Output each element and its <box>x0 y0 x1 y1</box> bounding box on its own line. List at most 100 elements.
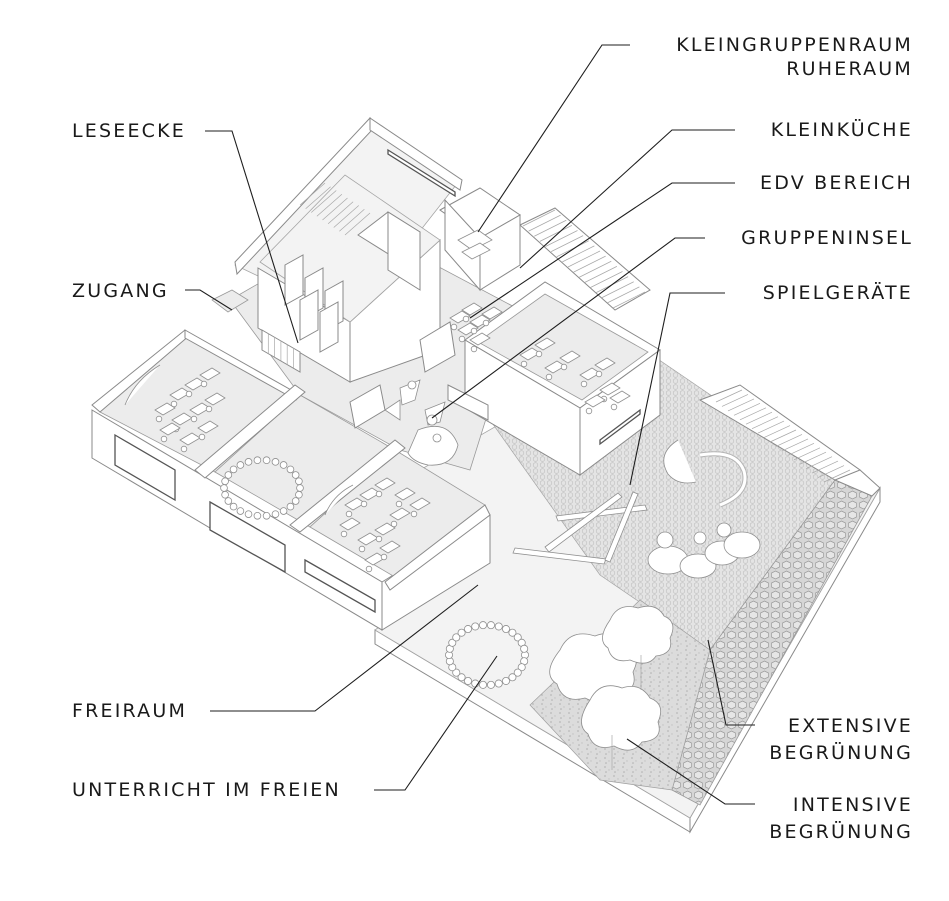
stool <box>253 456 262 465</box>
stair-step <box>751 416 779 429</box>
chair <box>462 315 470 323</box>
chair <box>450 323 458 331</box>
chair <box>535 350 543 358</box>
desk <box>594 357 616 371</box>
label-freiraum: FREIRAUM <box>72 700 188 722</box>
desk <box>199 367 221 381</box>
stool <box>457 628 466 637</box>
desk <box>534 337 556 351</box>
stool <box>501 676 510 685</box>
chair <box>160 435 168 443</box>
cubicle-wall <box>319 301 339 353</box>
leader-kleingruppenraum <box>477 44 630 233</box>
stair-step <box>811 460 839 474</box>
play-equipment-mounds <box>647 522 761 579</box>
stool <box>463 676 472 685</box>
chair <box>585 407 593 415</box>
desk <box>154 402 176 416</box>
stair-step <box>539 225 573 242</box>
stool <box>236 461 245 469</box>
stool <box>236 507 245 515</box>
stair-step <box>333 205 359 228</box>
stair-step <box>567 250 601 268</box>
computer-desk <box>469 332 491 346</box>
chair <box>390 520 398 528</box>
stool <box>224 497 233 505</box>
chair <box>360 500 368 508</box>
stool <box>295 477 303 486</box>
chair <box>198 433 206 441</box>
chair <box>180 445 188 453</box>
stool <box>479 680 488 689</box>
stool <box>520 644 529 653</box>
stair-step <box>528 214 561 232</box>
trees <box>549 605 674 770</box>
leader-kleinkueche <box>519 129 735 269</box>
stool <box>279 507 288 515</box>
desk <box>389 507 411 521</box>
desk <box>409 497 431 511</box>
leader-spielgeraete <box>629 292 725 486</box>
stool <box>513 668 522 677</box>
stool <box>486 621 495 630</box>
stool <box>286 465 295 474</box>
stair-step <box>769 429 797 443</box>
small-group-room <box>439 187 521 292</box>
stair-step <box>739 407 767 421</box>
stool <box>262 456 271 465</box>
computer-desk <box>449 310 471 324</box>
stair-step <box>316 193 343 217</box>
stool <box>224 471 233 479</box>
stool <box>494 622 503 631</box>
stair-step <box>607 286 640 304</box>
stool <box>471 622 480 631</box>
chair <box>155 415 163 423</box>
stool <box>244 510 253 518</box>
chair <box>470 345 478 353</box>
chair <box>395 500 403 508</box>
stair-step <box>344 212 371 236</box>
classroom-furniture <box>154 367 431 573</box>
stool <box>291 497 300 505</box>
chair <box>375 490 383 498</box>
stair-step <box>793 447 821 461</box>
label-intensive-begruenung: INTENSIVE BEGRÜNUNG <box>769 792 913 846</box>
stool <box>452 633 461 642</box>
stool <box>508 628 517 637</box>
chair <box>560 363 568 371</box>
chair <box>458 335 466 343</box>
stair-step <box>305 186 331 210</box>
stair-step <box>612 291 646 309</box>
leader-gruppeninsel <box>431 237 705 419</box>
label-extensive-line2: BEGRÜNUNG <box>769 742 913 764</box>
chair <box>545 373 553 381</box>
stair-step <box>775 434 803 447</box>
chair <box>410 510 418 518</box>
stair-step <box>522 209 556 227</box>
stair-step <box>299 182 326 206</box>
stair-step <box>817 465 845 478</box>
stair-step <box>545 230 578 247</box>
label-intensive-line2: BEGRÜNUNG <box>769 821 913 843</box>
reading-corner-shelf <box>261 329 301 373</box>
label-unterricht-im-freien: UNTERRICHT IM FREIEN <box>72 779 341 801</box>
stool <box>229 502 238 511</box>
chair <box>580 380 588 388</box>
stool <box>262 511 271 520</box>
label-extensive-line1: EXTENSIVE <box>788 715 913 737</box>
stool <box>220 484 228 492</box>
stair-step <box>721 394 749 407</box>
chair <box>170 400 178 408</box>
play-equipment-arcs <box>663 439 748 508</box>
desk <box>204 392 226 406</box>
chair <box>345 510 353 518</box>
stair-step <box>799 451 827 465</box>
label-ruheraum-line2: RUHERAUM <box>786 58 913 80</box>
stool <box>513 633 522 642</box>
label-spielgeraete: SPIELGERÄTE <box>762 282 913 304</box>
stool <box>286 502 295 511</box>
leader-zugang <box>185 289 233 311</box>
computer-desk <box>457 322 479 336</box>
computer-area-furniture <box>449 302 503 353</box>
